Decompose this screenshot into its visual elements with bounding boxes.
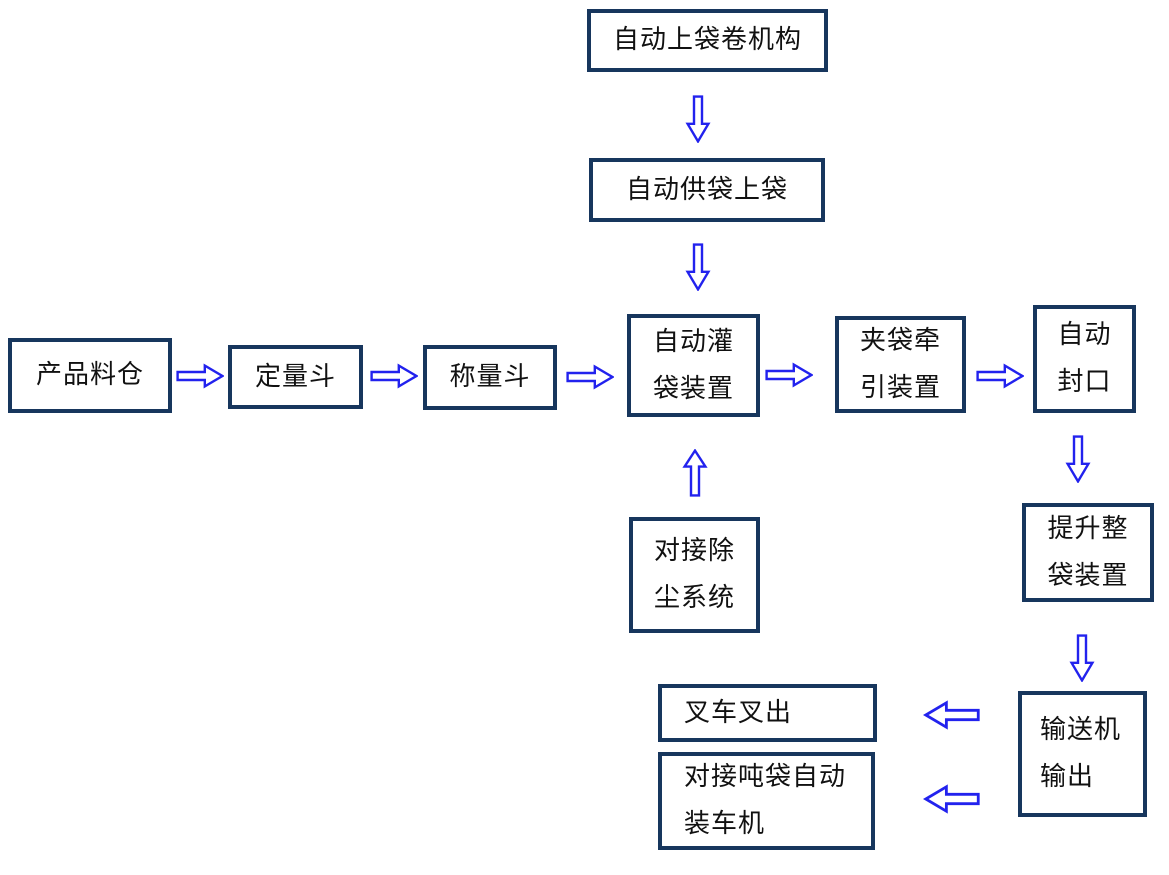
node-forklift-out: 叉车叉出 [658, 684, 877, 742]
arrow-left-icon [922, 784, 980, 814]
node-label: 输送机输出 [1040, 715, 1122, 792]
node-bag-clamp-traction: 夹袋牵引装置 [835, 316, 966, 413]
node-dust-removal-system: 对接除尘系统 [629, 517, 760, 633]
arrow-right-icon [765, 362, 813, 388]
arrow-right-icon [370, 363, 418, 389]
node-label: 叉车叉出 [684, 697, 793, 728]
arrow-down-icon [685, 243, 711, 291]
node-auto-sealing: 自动封口 [1033, 305, 1136, 413]
node-label: 提升整袋装置 [1047, 513, 1129, 591]
node-bag-lifting-device: 提升整袋装置 [1022, 503, 1154, 602]
node-label: 自动上袋卷机构 [612, 25, 802, 55]
arrow-down-icon [1069, 634, 1095, 682]
arrow-right-icon [566, 364, 614, 390]
node-label: 产品料仓 [35, 360, 144, 390]
arrow-right-icon [176, 363, 224, 389]
node-weighing-hopper: 称量斗 [423, 345, 557, 410]
node-label: 对接吨袋自动装车机 [684, 762, 847, 839]
arrow-down-icon [685, 95, 711, 143]
node-dosing-hopper: 定量斗 [228, 345, 363, 409]
node-label: 自动供袋上袋 [625, 174, 788, 205]
node-auto-filling-device: 自动灌袋装置 [627, 314, 760, 417]
node-label: 自动封口 [1057, 320, 1112, 397]
arrow-left-icon [922, 700, 980, 730]
node-auto-bag-supply: 自动供袋上袋 [589, 158, 825, 222]
node-label: 夹袋牵引装置 [859, 325, 941, 403]
node-label: 定量斗 [254, 361, 336, 392]
node-product-silo: 产品料仓 [8, 338, 172, 413]
arrow-down-icon [1065, 435, 1091, 483]
node-ton-bag-truck-loader: 对接吨袋自动装车机 [658, 752, 875, 850]
node-label: 自动灌袋装置 [652, 326, 734, 404]
node-conveyor-output: 输送机输出 [1018, 691, 1147, 817]
node-label: 称量斗 [449, 362, 531, 392]
arrow-right-icon [976, 363, 1024, 389]
node-auto-bag-roll: 自动上袋卷机构 [587, 9, 828, 72]
arrow-up-icon [682, 449, 708, 497]
node-label: 对接除尘系统 [653, 536, 735, 613]
